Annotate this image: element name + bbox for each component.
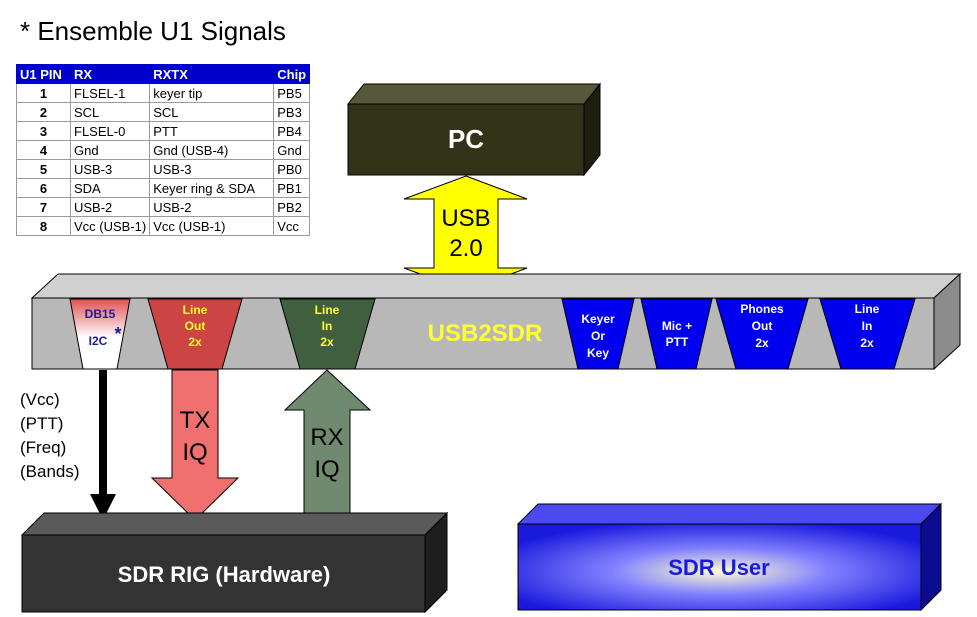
cell-rxtx: Gnd (USB-4) [149,140,275,160]
signal-label-ptt: (PTT) [20,414,64,433]
line-in-left-label-2: In [322,319,333,333]
table-row: 3 FLSEL-0 PTT PB4 [16,121,311,141]
table-row: 5 USB-3 USB-3 PB0 [16,159,311,179]
cell-pin: 2 [16,102,71,122]
sdr-rig-label: SDR RIG (Hardware) [118,562,331,587]
cell-rxtx: Vcc (USB-1) [149,216,275,236]
cell-rxtx: PTT [149,121,275,141]
sdr-user-label: SDR User [668,555,770,580]
table-row: 7 USB-2 USB-2 PB2 [16,197,311,217]
cell-chip: PB0 [273,159,311,179]
control-arrow [90,370,116,520]
tx-iq-arrow: TX IQ [150,369,240,521]
line-out-label-1: Line [183,303,208,317]
sdr-user-box: SDR User [516,502,943,612]
rx-label-1: RX [310,424,343,451]
cell-pin: 7 [16,197,71,217]
keyer-label-1: Keyer [581,312,615,326]
usb-label-2: 2.0 [449,235,482,262]
mic-label-1: Mic + [662,319,692,333]
table-row: 1 FLSEL-1 keyer tip PB5 [16,83,311,103]
phones-label-3: 2x [755,336,769,350]
cell-rxtx: keyer tip [149,83,275,103]
cell-rx: Vcc (USB-1) [69,216,151,236]
mic-label-2: PTT [666,335,689,349]
table-row: 8 Vcc (USB-1) Vcc (USB-1) Vcc [16,216,311,236]
cell-chip: Gnd [273,140,311,160]
line-out-label-3: 2x [188,335,202,349]
pc-label: PC [448,124,484,154]
cell-pin: 3 [16,121,71,141]
pc-box: PC [346,82,602,177]
keyer-label-2: Or [591,329,605,343]
db15-label-1: DB15 [85,307,116,321]
cell-rx: Gnd [69,140,151,160]
line-out-port: Line Out 2x [147,298,243,370]
line-in-right-label-1: Line [855,302,880,316]
cell-rx: USB-2 [69,197,151,217]
signal-label-bands: (Bands) [20,462,80,481]
diagram-title: * Ensemble U1 Signals [20,16,286,46]
line-in-left-label-1: Line [315,303,340,317]
signal-label-freq: (Freq) [20,438,67,457]
phones-label-2: Out [752,319,773,333]
cell-rx: SDA [69,178,151,198]
keyer-label-3: Key [587,346,609,360]
table-row: 6 SDA Keyer ring & SDA PB1 [16,178,311,198]
mic-ptt-port: Mic + PTT [640,298,713,370]
pin-table: U1 PIN RX RXTX Chip 1 FLSEL-1 keyer tip … [16,64,311,236]
tx-label-2: IQ [182,439,207,466]
db15-label-2: I2C [89,334,108,348]
cell-rx: FLSEL-1 [69,83,151,103]
line-in-left-label-3: 2x [320,335,334,349]
table-row: 2 SCL SCL PB3 [16,102,311,122]
cell-pin: 8 [16,216,71,236]
usb-double-arrow: USB 2.0 [403,175,528,292]
line-in-right-label-3: 2x [860,336,874,350]
cell-chip: PB5 [273,83,311,103]
signal-label-vcc: (Vcc) [20,390,60,409]
phones-out-port: Phones Out 2x [715,298,809,370]
cell-rxtx: SCL [149,102,275,122]
control-signal-labels: (Vcc) (PTT) (Freq) (Bands) [20,388,80,484]
rx-iq-arrow: RX IQ [283,369,372,515]
cell-rx: USB-3 [69,159,151,179]
rx-label-2: IQ [314,456,339,483]
line-in-right-port: Line In 2x [819,298,916,370]
line-in-left-port: Line In 2x [279,298,376,370]
db15-star: * [114,324,121,344]
db15-port: DB15 I2C * [69,298,131,370]
cell-rxtx: Keyer ring & SDA [149,178,275,198]
header-rx: RX [69,64,151,84]
phones-label-1: Phones [740,302,784,316]
keyer-port: Keyer Or Key [561,298,635,370]
sdr-rig-box: SDR RIG (Hardware) [20,511,449,614]
cell-pin: 6 [16,178,71,198]
usb2sdr-label: USB2SDR [428,320,543,347]
pin-table-header: U1 PIN RX RXTX Chip [16,64,311,84]
cell-chip: Vcc [273,216,311,236]
line-out-label-2: Out [185,319,206,333]
usb-label-1: USB [441,205,490,232]
table-row: 4 Gnd Gnd (USB-4) Gnd [16,140,311,160]
cell-chip: PB4 [273,121,311,141]
tx-label-1: TX [180,407,211,434]
line-in-right-label-2: In [862,319,873,333]
